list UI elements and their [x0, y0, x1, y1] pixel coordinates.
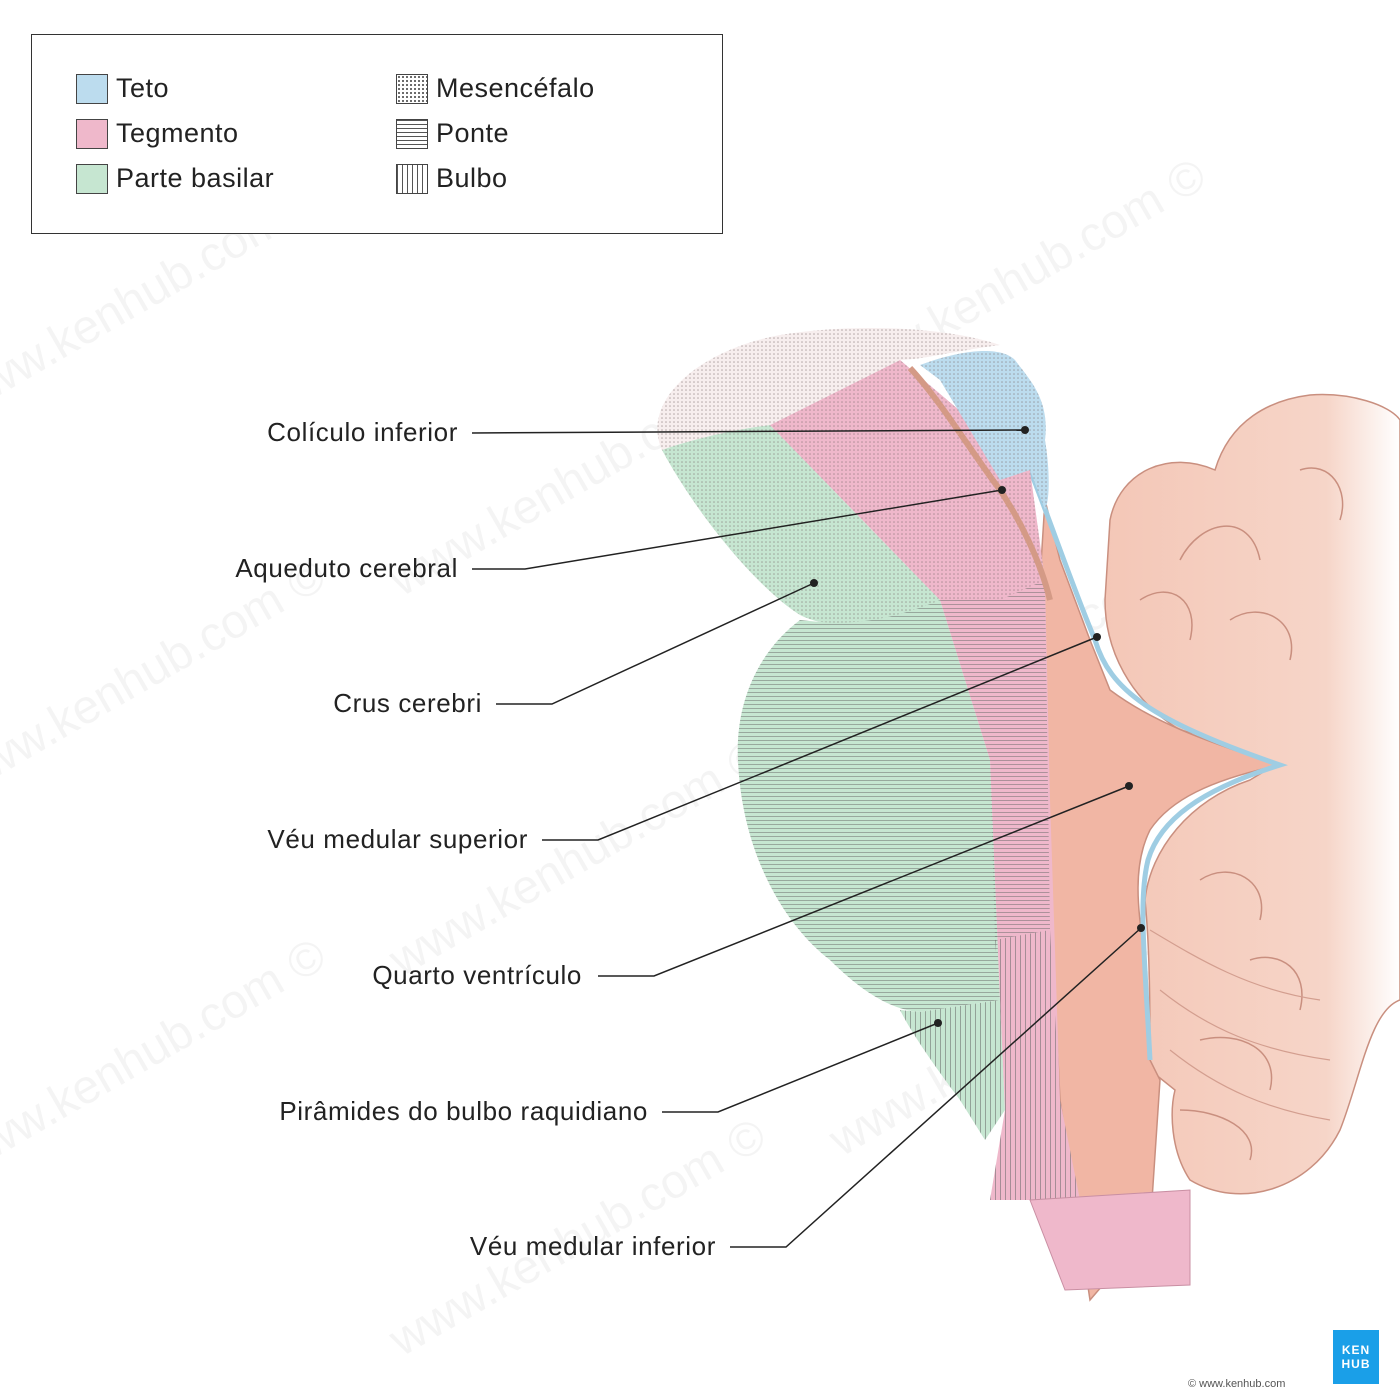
pointer-dot: [1125, 782, 1133, 790]
label-veu-medular-superior: Véu medular superior: [267, 824, 528, 854]
kenhub-logo: KEN HUB: [1333, 1330, 1379, 1384]
ponte-swatch: [396, 118, 428, 149]
legend-label: Ponte: [436, 118, 510, 148]
parte-basilar-swatch: [76, 163, 108, 194]
label-veu-medular-inferior: Véu medular inferior: [469, 1231, 716, 1261]
legend-label: Bulbo: [436, 163, 508, 193]
label-quarto-ventriculo: Quarto ventrículo: [372, 960, 582, 990]
pointer-dot: [934, 1019, 942, 1027]
pointer-dot: [1137, 924, 1145, 932]
label-piramides-bulbo: Pirâmides do bulbo raquidiano: [279, 1096, 648, 1126]
leader-lines: [471, 429, 1142, 1248]
bulbo-swatch: [396, 163, 428, 194]
legend-label: Mesencéfalo: [436, 73, 595, 103]
legend-label: Teto: [116, 73, 170, 103]
pointer-dots: [810, 426, 1145, 1027]
legend-item-mesencefalo: Mesencéfalo: [396, 73, 595, 104]
label-coliculo-inferior: Colículo inferior: [267, 417, 458, 447]
label-aqueduto-cerebral: Aqueduto cerebral: [235, 553, 458, 583]
legend-item-bulbo: Bulbo: [396, 163, 508, 194]
tegmento-region: [770, 360, 1191, 1291]
fourth-ventricle: [1027, 469, 1288, 1302]
tegmento-swatch: [76, 118, 108, 149]
mesencefalo-cap: [657, 327, 1000, 450]
pointer-dot: [1021, 426, 1029, 434]
label-crus-cerebri: Crus cerebri: [333, 688, 482, 718]
legend-item-tegmento: Tegmento: [76, 118, 239, 149]
pointer-dot: [810, 579, 818, 587]
legend: Teto Tegmento Parte basilar Mesencéfalo …: [31, 34, 723, 234]
legend-item-ponte: Ponte: [396, 118, 509, 149]
legend-item-parte-basilar: Parte basilar: [76, 163, 274, 194]
pointer-dot: [998, 486, 1006, 494]
legend-label: Tegmento: [116, 118, 239, 148]
teto-swatch: [76, 73, 108, 104]
logo-top: KEN: [1341, 1343, 1371, 1357]
copyright-text: © www.kenhub.com: [1188, 1378, 1286, 1390]
mesencefalo-swatch: [396, 73, 428, 104]
logo-bottom: HUB: [1341, 1357, 1371, 1371]
legend-label: Parte basilar: [116, 163, 275, 193]
legend-item-teto: Teto: [76, 73, 169, 104]
pointer-dot: [1093, 633, 1101, 641]
